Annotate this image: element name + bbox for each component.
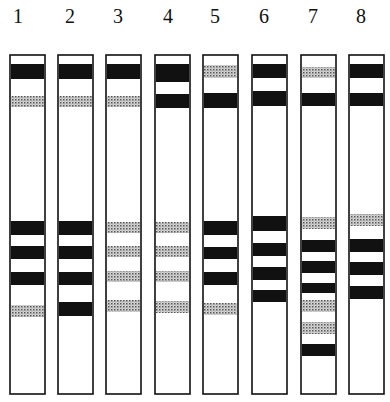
dark-band xyxy=(156,94,189,108)
faint-band xyxy=(302,300,335,312)
lane-outline xyxy=(301,55,336,394)
lane-number: 3 xyxy=(113,4,123,28)
faint-band xyxy=(156,222,189,233)
lane-outline xyxy=(58,55,93,394)
dark-band xyxy=(302,283,335,293)
dark-band xyxy=(107,64,140,79)
lane-outline xyxy=(252,55,287,394)
lane-number: 2 xyxy=(65,4,75,28)
faint-band xyxy=(302,67,335,78)
faint-band xyxy=(204,303,237,315)
dark-band xyxy=(253,64,286,78)
faint-band xyxy=(107,96,140,107)
faint-band xyxy=(11,96,44,107)
lane-outline xyxy=(155,55,190,394)
dark-band xyxy=(11,221,44,235)
dark-band xyxy=(253,216,286,231)
dark-band xyxy=(350,93,383,106)
gel-lane xyxy=(203,55,238,394)
dark-band xyxy=(59,302,92,316)
dark-band xyxy=(59,246,92,259)
dark-band xyxy=(253,91,286,106)
faint-band xyxy=(302,217,335,229)
faint-band xyxy=(302,322,335,334)
dark-band xyxy=(302,261,335,273)
dark-band xyxy=(11,64,44,79)
dark-band xyxy=(11,246,44,259)
gel-lane xyxy=(155,55,190,394)
dark-band xyxy=(253,267,286,280)
dark-band xyxy=(302,344,335,356)
faint-band xyxy=(350,214,383,226)
gel-lane xyxy=(301,55,336,394)
gel-lane xyxy=(106,55,141,394)
faint-band xyxy=(156,301,189,313)
dark-band xyxy=(350,262,383,275)
faint-band xyxy=(107,246,140,257)
gel-lane xyxy=(252,55,287,394)
lane-outline xyxy=(203,55,238,394)
dark-band xyxy=(253,290,286,302)
dark-band xyxy=(204,247,237,259)
dark-band xyxy=(253,243,286,256)
faint-band xyxy=(156,246,189,257)
lane-number: 1 xyxy=(13,4,23,28)
faint-band xyxy=(107,271,140,282)
dark-band xyxy=(59,64,92,79)
lane-outline xyxy=(106,55,141,394)
dark-band xyxy=(11,272,44,285)
dark-band xyxy=(350,239,383,252)
faint-band xyxy=(204,65,237,78)
dark-band xyxy=(204,221,237,235)
faint-band xyxy=(107,300,140,312)
lane-number: 4 xyxy=(163,4,173,28)
dark-band xyxy=(350,64,383,78)
gel-lane xyxy=(349,55,384,394)
lane-number: 5 xyxy=(210,4,220,28)
gel-lane xyxy=(58,55,93,394)
lane-outline xyxy=(10,55,45,394)
dark-band xyxy=(156,64,189,82)
dark-band xyxy=(302,93,335,106)
faint-band xyxy=(156,271,189,282)
dark-band xyxy=(59,221,92,235)
lane-number: 6 xyxy=(259,4,269,28)
dark-band xyxy=(59,272,92,285)
dark-band xyxy=(302,240,335,252)
lane-number: 8 xyxy=(356,4,366,28)
faint-band xyxy=(11,305,44,317)
faint-band xyxy=(59,96,92,107)
dark-band xyxy=(350,286,383,299)
lane-number: 7 xyxy=(308,4,318,28)
dark-band xyxy=(204,272,237,285)
dark-band xyxy=(204,93,237,108)
gel-lane xyxy=(10,55,45,394)
faint-band xyxy=(107,222,140,233)
lane-outline xyxy=(349,55,384,394)
